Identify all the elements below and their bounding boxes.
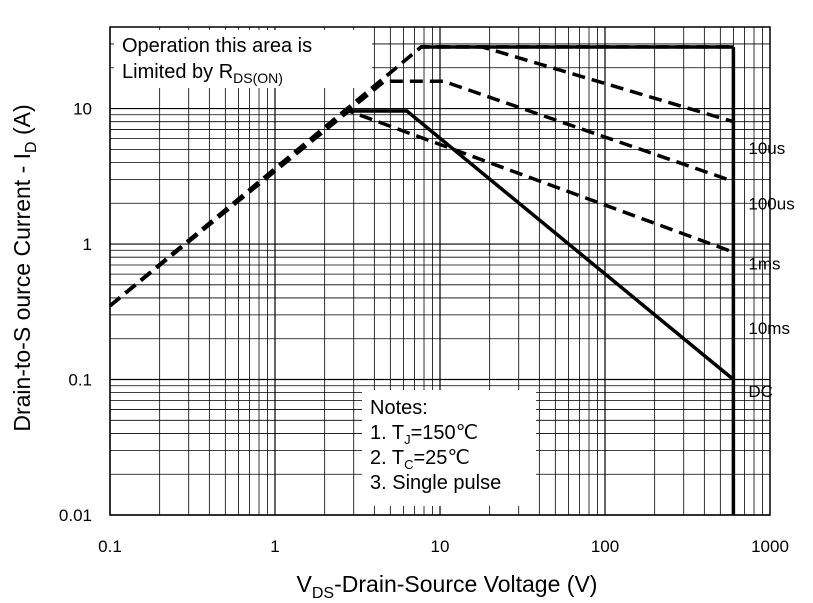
y-tick-label: 1 (83, 235, 92, 254)
y-tick-label: 10 (73, 100, 92, 119)
y-tick-label: 0.01 (59, 506, 92, 525)
notes-title: Notes: (370, 397, 428, 419)
series-1ms-line (108, 79, 734, 308)
curve-label-1ms: 1ms (748, 254, 780, 273)
x-axis-title: VDS-Drain-Source Voltage (V) (297, 571, 598, 602)
curve-label-10us: 10us (748, 139, 785, 158)
series-dc-line (348, 109, 735, 381)
limit-note-box (114, 30, 372, 88)
limit-note-line-2: Limited by RDS(ON) (122, 61, 283, 86)
note-item-3: 3. Single pulse (370, 472, 501, 494)
x-tick-label: 0.1 (98, 537, 122, 556)
notes-box (362, 390, 536, 506)
note-item-1: 1. TJ=150℃ (370, 422, 478, 447)
y-tick-label: 0.1 (68, 371, 92, 390)
rdson-subscript: DS(ON) (233, 70, 283, 86)
series-curves (108, 45, 735, 381)
x-tick-label: 1000 (751, 537, 789, 556)
curve-label-10ms: 10ms (748, 319, 790, 338)
y-axis-title: Drain-to-S ource Current - ID (A) (9, 104, 40, 431)
limit-note-line-1: Operation this area is (122, 35, 312, 57)
plot-frame (109, 26, 771, 516)
x-tick-label: 10 (431, 537, 450, 556)
y-tick-labels: 0.01 0.1 1 10 (59, 100, 92, 525)
curve-label-100us: 100us (748, 194, 794, 213)
series-10ms-line (108, 109, 735, 308)
curve-label-dc: DC (748, 382, 773, 401)
x-tick-label: 100 (591, 537, 619, 556)
note-item-2: 2. TC=25℃ (370, 447, 470, 472)
x-tick-label: 1 (270, 537, 279, 556)
x-tick-labels: 0.1 1 10 100 1000 (98, 537, 789, 556)
